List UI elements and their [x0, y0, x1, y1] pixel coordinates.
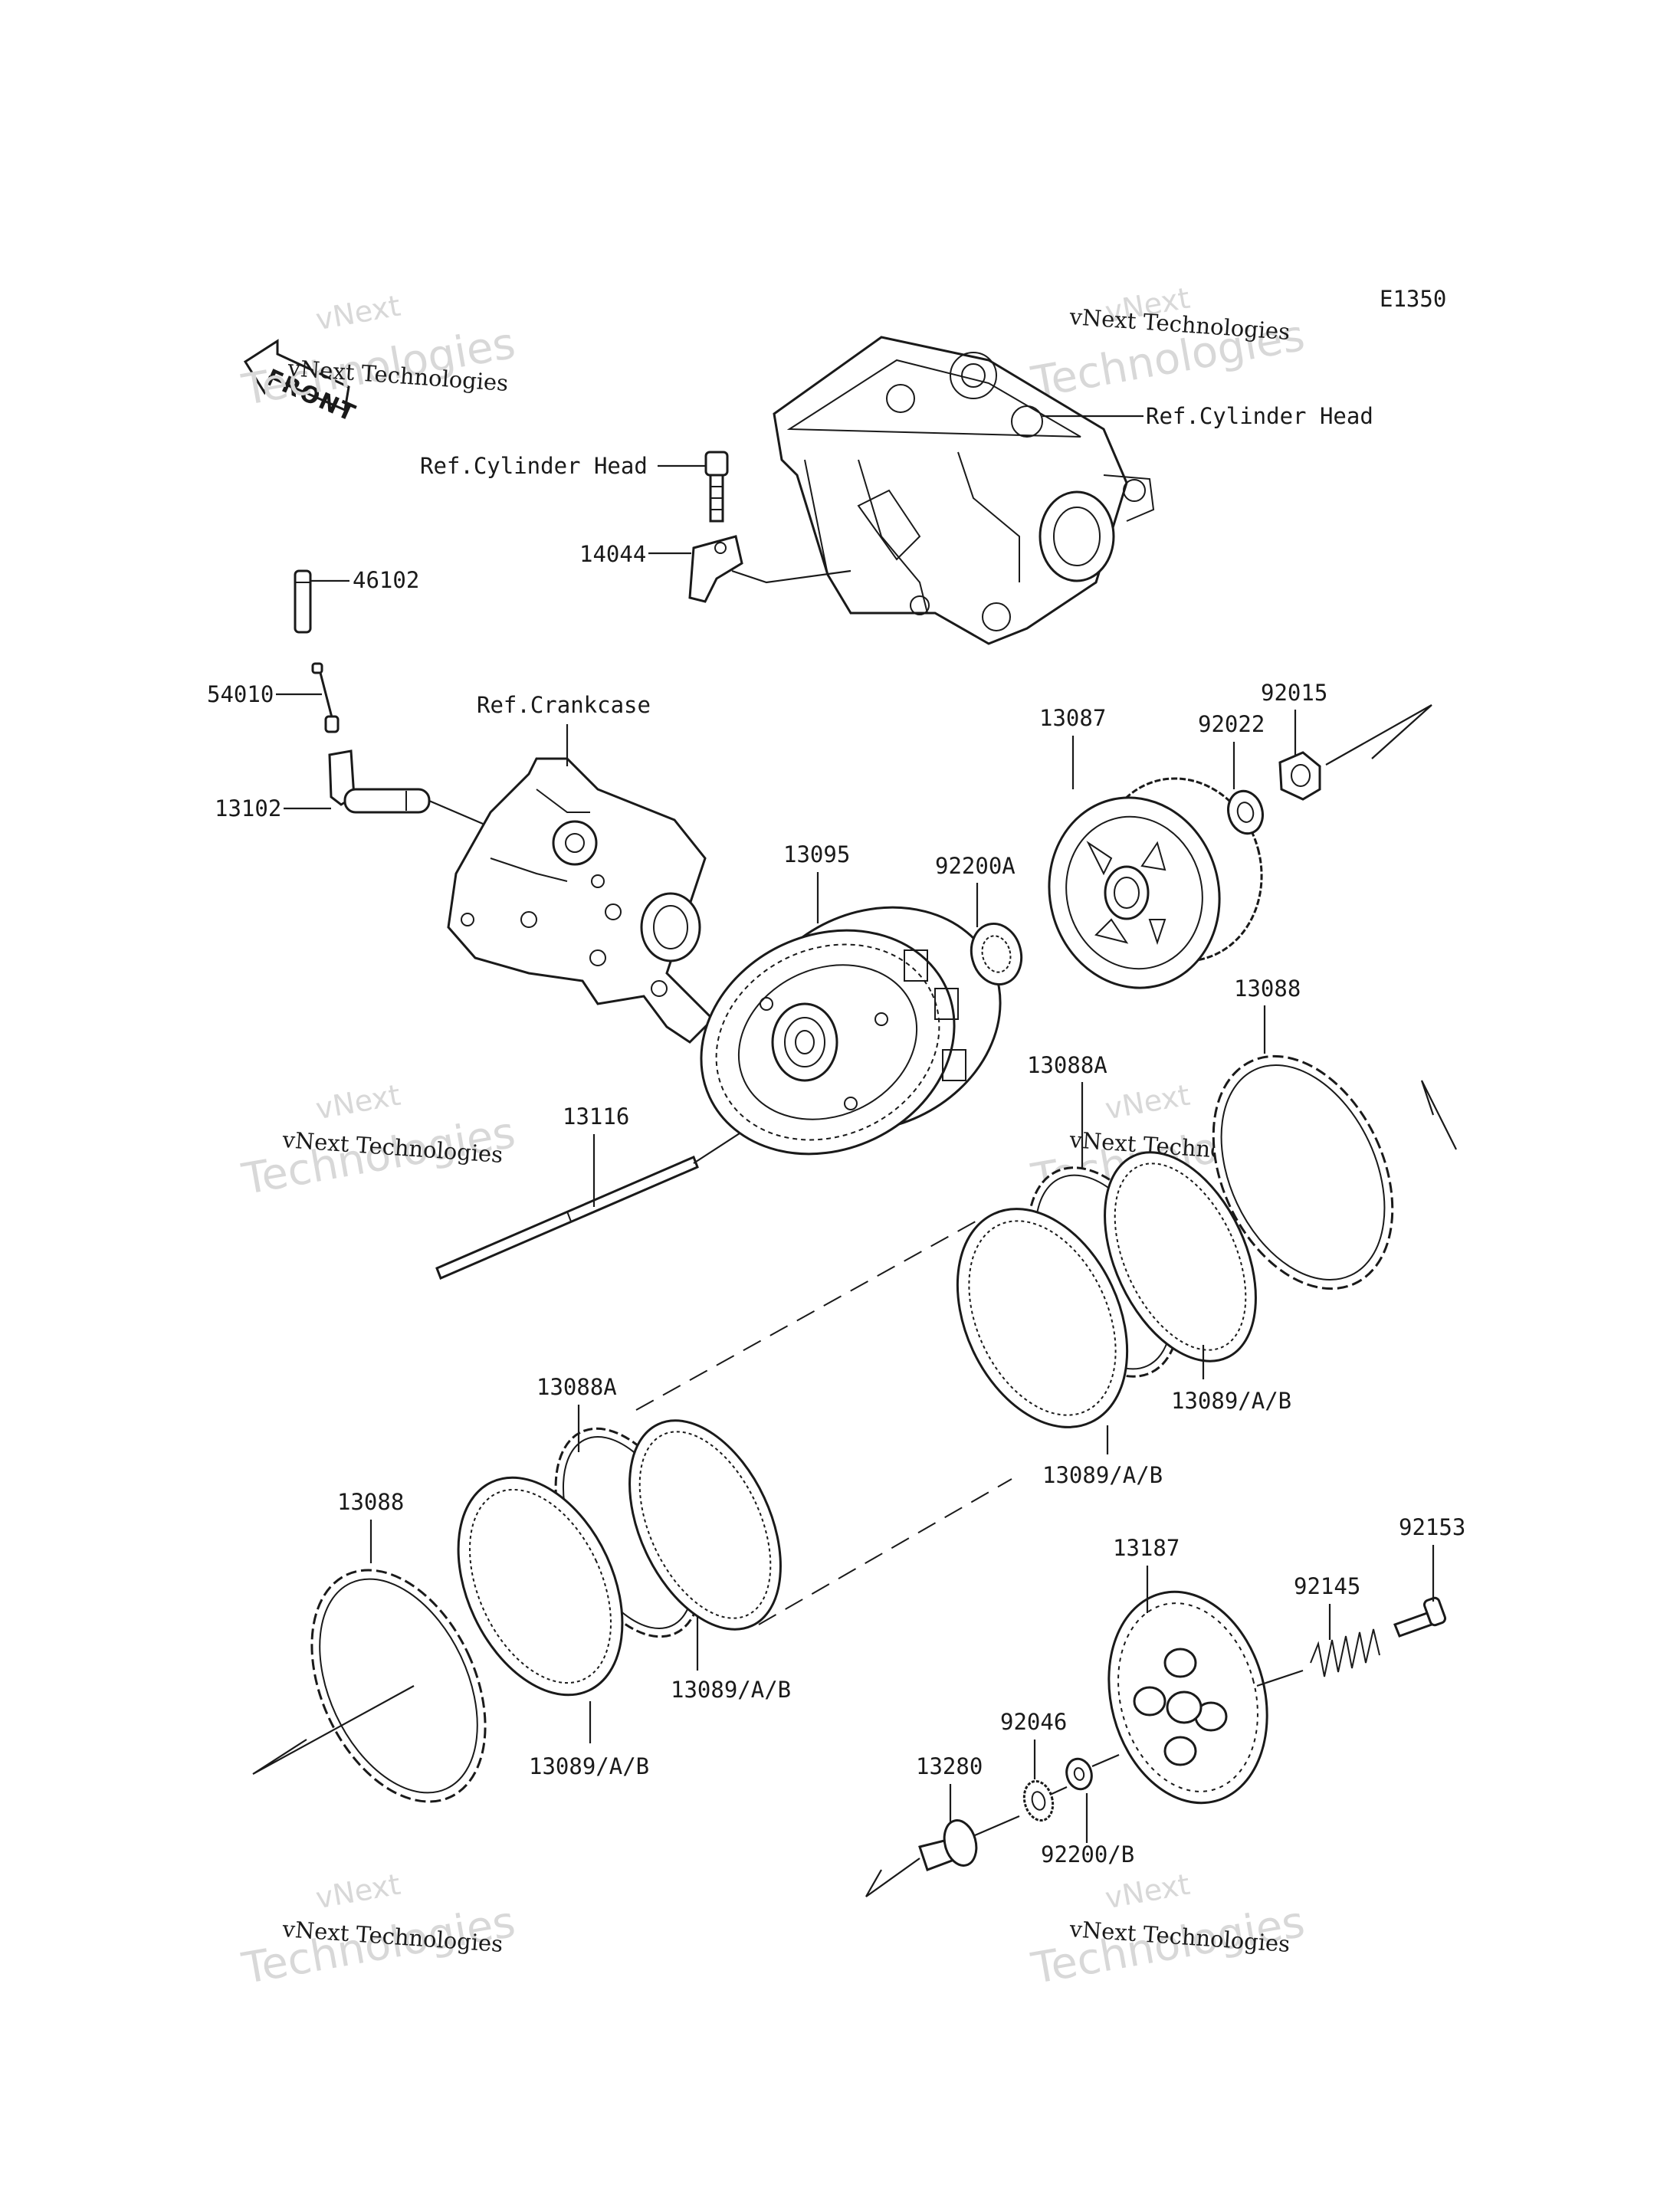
push-rod-shaft-part: [435, 1156, 699, 1280]
svg-text:vNext: vNext: [313, 1078, 403, 1126]
bolt-part: [1393, 1596, 1447, 1638]
steel-plate-part: [956, 1208, 1129, 1428]
callout-92015: 92015: [1261, 680, 1327, 706]
svg-text:vNext: vNext: [1103, 1078, 1193, 1126]
svg-text:vNext: vNext: [313, 289, 403, 337]
callout-13116: 13116: [563, 1103, 629, 1130]
nut-part: [1278, 751, 1321, 801]
svg-text:vNext: vNext: [313, 1867, 403, 1916]
bearing-part: [970, 922, 1023, 986]
callout-13087: 13087: [1039, 705, 1106, 731]
friction-plate-part: [1212, 1054, 1394, 1290]
callout-13088a-top: 13088A: [1027, 1052, 1107, 1078]
callout-14044: 14044: [579, 541, 646, 567]
callout-92200a: 92200A: [935, 853, 1016, 879]
pressure-plate-part: [1107, 1590, 1268, 1805]
cylinder-head-part: [773, 336, 1155, 645]
svg-text:vNext: vNext: [1103, 1867, 1193, 1916]
pin-part: [294, 569, 312, 634]
spring-part: [1310, 1628, 1380, 1677]
callout-13089-l1: 13089/A/B: [671, 1677, 791, 1703]
primary-gear-part: [1048, 777, 1263, 989]
callout-92046: 92046: [1000, 1709, 1067, 1735]
callout-46102: 46102: [353, 567, 419, 593]
callout-92153: 92153: [1399, 1514, 1465, 1540]
pusher-part: [918, 1819, 978, 1871]
callout-13089-r2: 13089/A/B: [1042, 1462, 1163, 1488]
callout-ref-crankcase: Ref.Crankcase: [477, 692, 651, 718]
bracket-part: [688, 535, 743, 603]
thrust-bearing-part: [1022, 1779, 1055, 1822]
callout-92200b: 92200/B: [1041, 1841, 1134, 1867]
callout-ref-cylinder-head-right: Ref.Cylinder Head: [1146, 403, 1373, 429]
washer-part: [1065, 1757, 1093, 1791]
friction-plate-part: [310, 1569, 487, 1803]
push-rod-part: [311, 662, 340, 733]
callout-54010: 54010: [207, 681, 274, 707]
steel-plate-part: [457, 1476, 624, 1697]
callout-13088-top: 13088: [1234, 976, 1301, 1002]
crankcase-part: [447, 757, 715, 1044]
callout-13089-l2: 13089/A/B: [529, 1753, 649, 1779]
callout-13089-r1: 13089/A/B: [1171, 1388, 1291, 1414]
callout-13088a-bot: 13088A: [536, 1374, 617, 1400]
callout-92145: 92145: [1294, 1573, 1360, 1599]
washer-part: [1227, 789, 1264, 835]
callout-13088-bot: 13088: [337, 1489, 404, 1515]
callout-13102: 13102: [215, 795, 281, 821]
clutch-housing-part: [700, 906, 1002, 1156]
bolt-part: [704, 451, 729, 523]
callout-13280: 13280: [916, 1753, 983, 1779]
release-shaft-part: [328, 749, 431, 814]
steel-plate-part: [1104, 1151, 1257, 1362]
steel-plate-part: [628, 1419, 782, 1631]
watermark: vNext Technologies: [1028, 1867, 1309, 1995]
callout-92022: 92022: [1198, 711, 1265, 737]
callout-ref-cylinder-head-left: Ref.Cylinder Head: [420, 453, 648, 479]
callout-13095: 13095: [783, 841, 850, 867]
callout-13187: 13187: [1113, 1535, 1180, 1561]
diagram-code: E1350: [1380, 286, 1446, 312]
